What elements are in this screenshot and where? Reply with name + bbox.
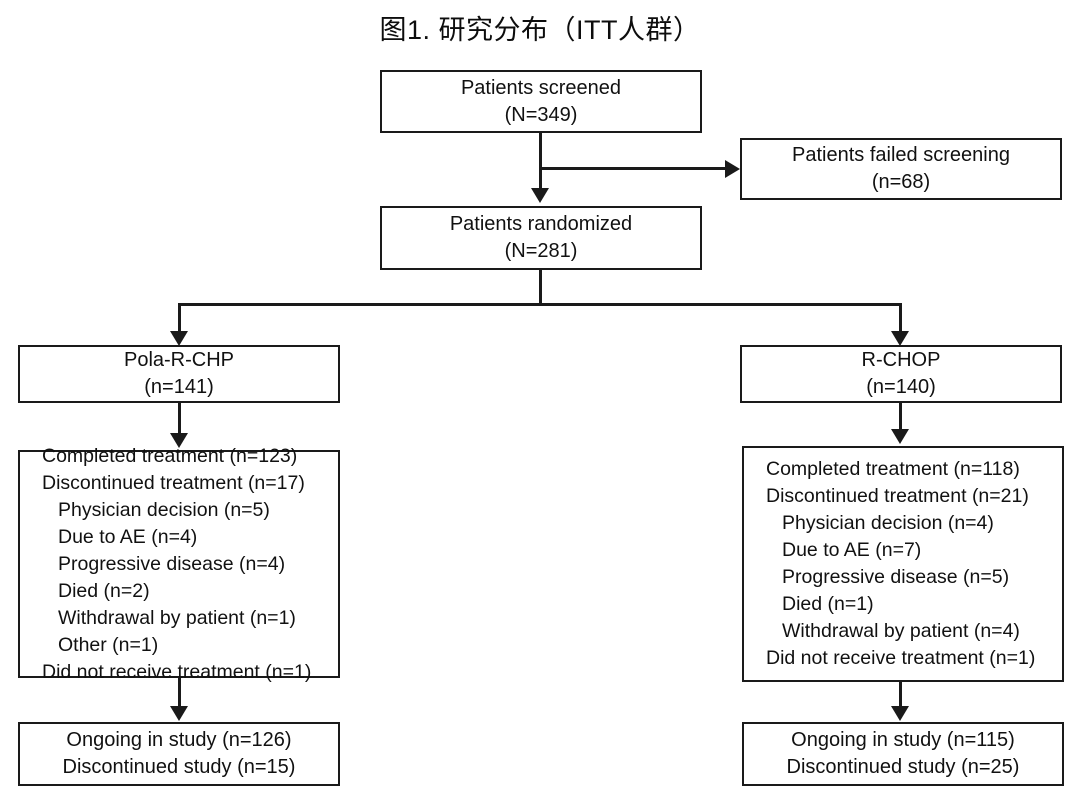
node-patients-randomized: Patients randomized (N=281) [380, 206, 702, 270]
detail-line: Progressive disease (n=5) [782, 566, 1010, 588]
detail-line: Discontinued treatment (n=17) [42, 471, 305, 494]
detail-line: Did not receive treatment (n=1) [766, 647, 1036, 669]
node-line: (n=141) [144, 376, 214, 398]
arrow-arm-left-to-detail [170, 433, 188, 448]
node-line: R-CHOP [861, 349, 941, 371]
connector-arm-left-to-detail [178, 403, 181, 435]
detail-line: Did not receive treatment (n=1) [42, 660, 312, 683]
node-line: Ongoing in study (n=126) [66, 729, 292, 751]
node-treatment-detail-pola-r-chp: Completed treatment (n=123) Discontinued… [18, 445, 340, 683]
detail-line: Progressive disease (n=4) [58, 552, 286, 575]
detail-line: Withdrawal by patient (n=1) [58, 606, 296, 629]
arrow-to-arm-pola-r-chp [170, 331, 188, 346]
connector-split-left-drop [178, 303, 181, 333]
connector-arm-right-to-detail [899, 403, 902, 431]
arrow-to-arm-r-chop [891, 331, 909, 346]
node-outcome-pola-r-chp: Ongoing in study (n=126) Discontinued st… [18, 722, 340, 786]
detail-line: Due to AE (n=4) [58, 525, 198, 548]
detail-line: Completed treatment (n=118) [766, 458, 1020, 480]
detail-line: Physician decision (n=5) [58, 498, 270, 521]
node-line: (N=349) [504, 103, 578, 126]
node-line: (N=281) [504, 240, 578, 262]
node-line: Patients screened [460, 76, 622, 99]
node-line: Patients failed screening [792, 144, 1010, 166]
connector-to-failed-screening [539, 167, 729, 170]
node-line: (n=140) [866, 376, 936, 398]
node-line: Patients randomized [449, 213, 633, 235]
connector-split-right-drop [899, 303, 902, 333]
node-patients-failed-screening: Patients failed screening (n=68) [740, 138, 1062, 200]
arrow-detail-right-to-outcome [891, 706, 909, 721]
arrow-to-failed-screening [725, 160, 740, 178]
detail-line: Physician decision (n=4) [782, 512, 994, 534]
node-line: Ongoing in study (n=115) [791, 729, 1015, 751]
connector-detail-right-to-outcome [899, 682, 902, 708]
connector-randomized-stem [539, 270, 542, 306]
node-line: Discontinued study (n=15) [62, 756, 296, 778]
detail-line: Completed treatment (n=123) [42, 444, 298, 467]
arrow-detail-left-to-outcome [170, 706, 188, 721]
detail-line: Discontinued treatment (n=21) [766, 485, 1029, 507]
connector-screened-trunk [539, 133, 542, 188]
detail-line: Other (n=1) [58, 633, 159, 656]
detail-line: Died (n=2) [58, 579, 150, 602]
node-outcome-r-chop: Ongoing in study (n=115) Discontinued st… [742, 722, 1064, 786]
arrow-screened-to-randomized [531, 188, 549, 203]
connector-randomization-split [178, 303, 902, 306]
node-line: Pola-R-CHP [123, 349, 235, 371]
node-arm-r-chop: R-CHOP (n=140) [740, 345, 1062, 403]
node-treatment-detail-r-chop: Completed treatment (n=118) Discontinued… [742, 446, 1064, 682]
node-arm-pola-r-chp: Pola-R-CHP (n=141) [18, 345, 340, 403]
figure-title: 图1. 研究分布（ITT人群） [379, 15, 701, 45]
arrow-arm-right-to-detail [891, 429, 909, 444]
detail-line: Withdrawal by patient (n=4) [782, 620, 1020, 642]
detail-line: Due to AE (n=7) [782, 539, 922, 561]
node-patients-screened: Patients screened (N=349) [380, 70, 702, 133]
detail-line: Died (n=1) [782, 593, 874, 615]
connector-detail-left-to-outcome [178, 678, 181, 708]
node-line: (n=68) [871, 171, 931, 193]
node-line: Discontinued study (n=25) [786, 756, 1020, 778]
